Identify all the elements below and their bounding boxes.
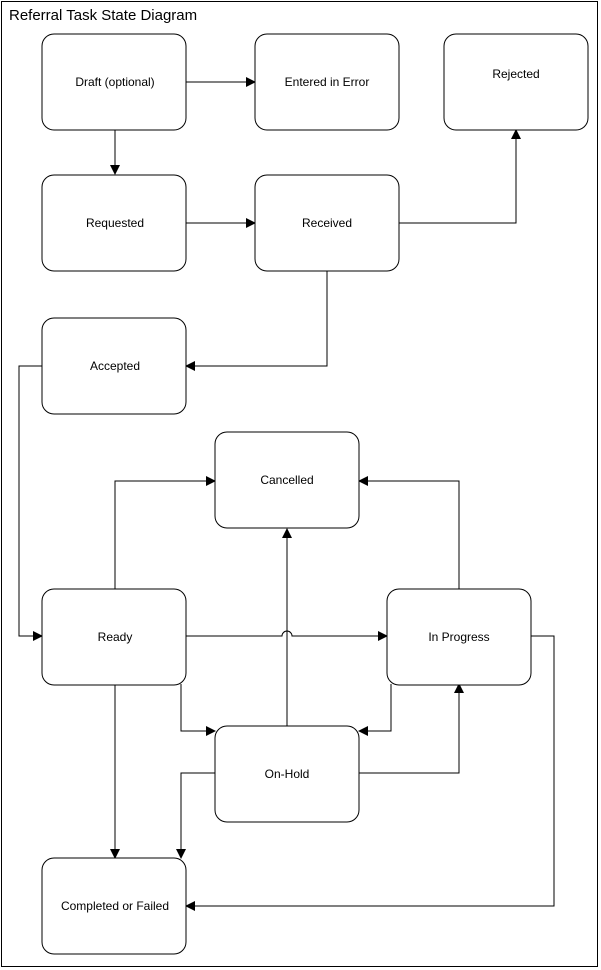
- transition-ready-to-cancelled: [114, 476, 216, 589]
- transition-in-progress-to-on-hold: [358, 684, 392, 736]
- state-entered-in-error-label: Entered in Error: [285, 75, 370, 89]
- transition-received-to-rejected: [399, 129, 521, 224]
- state-draft-label: Draft (optional): [75, 75, 154, 89]
- state-received: Received: [254, 174, 400, 272]
- state-requested-label: Requested: [86, 216, 144, 230]
- transition-accepted-to-ready: [18, 365, 43, 641]
- state-cancelled-label: Cancelled: [260, 473, 313, 487]
- state-in-progress-label: In Progress: [428, 630, 489, 644]
- state-received-label: Received: [302, 216, 352, 230]
- state-ready: Ready: [41, 588, 187, 686]
- transition-in-progress-to-cancelled: [358, 476, 460, 589]
- state-entered-in-error: Entered in Error: [254, 33, 400, 131]
- diagram-title: Referral Task State Diagram: [9, 7, 198, 24]
- transition-received-to-accepted: [185, 270, 328, 371]
- state-accepted: Accepted: [41, 317, 187, 415]
- state-ready-label: Ready: [98, 630, 133, 644]
- state-accepted-label: Accepted: [90, 359, 140, 373]
- state-draft: Draft (optional): [41, 33, 187, 131]
- transition-ready-to-on-hold: [180, 684, 216, 736]
- state-cancelled: Cancelled: [214, 431, 360, 529]
- transition-on-hold-to-completed: [176, 772, 215, 859]
- state-rejected-label: Rejected: [492, 67, 539, 81]
- state-on-hold-label: On-Hold: [265, 767, 310, 781]
- state-in-progress: In Progress: [386, 588, 532, 686]
- state-rejected: Rejected: [443, 33, 589, 131]
- state-on-hold: On-Hold: [214, 725, 360, 823]
- transitions: [18, 77, 555, 911]
- transition-on-hold-to-in-progress: [359, 683, 464, 774]
- state-completed-or-failed-label: Completed or Failed: [61, 899, 169, 913]
- state-requested: Requested: [41, 174, 187, 272]
- state-completed-or-failed: Completed or Failed: [41, 857, 187, 955]
- transition-in-progress-to-completed: [185, 635, 555, 911]
